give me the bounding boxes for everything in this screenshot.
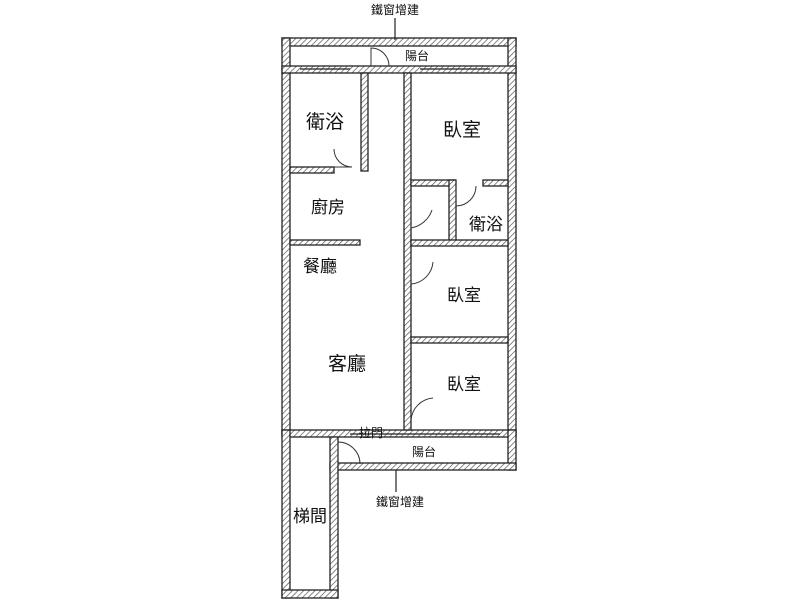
- sliding-door-label: 拉門: [359, 425, 383, 440]
- interior-walls: [289, 72, 509, 431]
- bedroom-2-label: 臥室: [447, 286, 481, 306]
- annotation-lines: [394, 18, 397, 492]
- kitchen-label: 廚房: [311, 197, 345, 218]
- doors: [333, 47, 477, 465]
- stair-label: 梯間: [293, 507, 327, 527]
- bedroom-3-label: 臥室: [447, 375, 481, 395]
- bath-right-label: 衛浴: [469, 215, 503, 235]
- labels: 鐵窗增建 陽台 衛浴 臥室 廚房 衛浴 餐廳 臥室 客廳 臥室 拉門 陽台 鐵窗…: [293, 2, 503, 527]
- dining-label: 餐廳: [303, 257, 337, 277]
- balcony-top-label: 陽台: [405, 48, 429, 63]
- windows: [300, 68, 500, 435]
- outer-walls: [281, 37, 517, 599]
- iron-window-top-note: 鐵窗增建: [371, 2, 419, 17]
- living-label: 客廳: [328, 353, 366, 375]
- bedroom-1-label: 臥室: [443, 119, 481, 141]
- bath-left-label: 衛浴: [306, 111, 344, 133]
- balcony-bottom-label: 陽台: [412, 444, 436, 459]
- iron-window-bottom-note: 鐵窗增建: [376, 494, 424, 509]
